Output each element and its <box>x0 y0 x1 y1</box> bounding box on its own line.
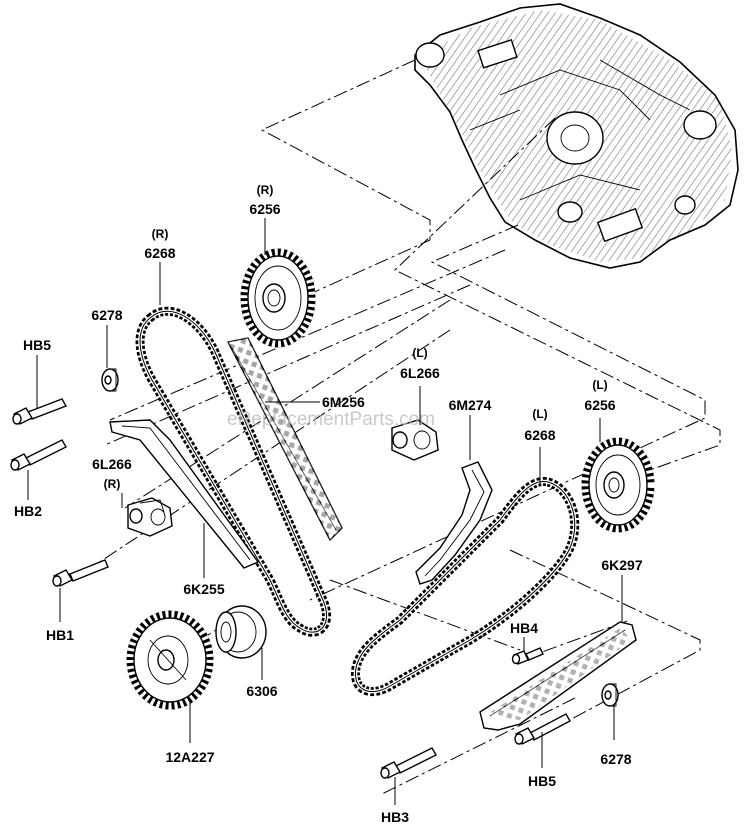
label-6l266-r: 6L266 <box>92 456 132 472</box>
label-12a227: 12A227 <box>165 749 214 765</box>
bolt-hb5-bottom <box>514 713 571 745</box>
label-6306: 6306 <box>246 683 277 699</box>
label-6268-l: 6268 <box>524 427 555 443</box>
washer-6278-top <box>101 368 119 392</box>
bolt-hb4 <box>511 647 544 665</box>
bolt-hb5-top <box>12 398 68 425</box>
tensioner-6l266-left <box>391 419 439 461</box>
arm-6k297 <box>479 621 637 731</box>
label-6278-top: 6278 <box>91 307 122 323</box>
chain-6268-left <box>350 477 580 697</box>
guide-6m274 <box>415 461 493 585</box>
label-hb5-bottom: HB5 <box>528 773 556 789</box>
label-hb2: HB2 <box>14 503 42 519</box>
label-6256-r-side: (R) <box>257 183 274 197</box>
label-6m256: 6M256 <box>322 394 365 410</box>
label-6256-l-side: (L) <box>592 378 607 392</box>
crank-gear-12a227 <box>126 610 214 710</box>
sprocket-6256-right <box>240 248 316 348</box>
label-hb5-top: HB5 <box>23 337 51 353</box>
label-6268-r: 6268 <box>144 245 175 261</box>
label-6k255: 6K255 <box>183 581 224 597</box>
label-6m274: 6M274 <box>449 397 492 413</box>
sprocket-6256-left <box>581 437 655 533</box>
bolt-hb2 <box>10 439 67 471</box>
leader-lines <box>27 218 623 805</box>
label-6l266-l-side: (L) <box>412 346 427 360</box>
crank-sprocket-6306 <box>215 605 267 659</box>
label-6l266-r-side: (R) <box>104 477 121 491</box>
part-labels: (R) 6256 (R) 6268 6278 HB5 HB2 6M256 (L)… <box>14 183 643 825</box>
label-6268-r-side: (R) <box>152 227 169 241</box>
label-hb3: HB3 <box>381 809 409 825</box>
label-hb4: HB4 <box>510 620 538 636</box>
bolt-hb1 <box>52 559 109 587</box>
bolt-hb3 <box>380 747 437 779</box>
label-hb1: HB1 <box>46 627 74 643</box>
engine-block <box>414 3 739 269</box>
label-6256-r: 6256 <box>249 201 280 217</box>
label-6268-l-side: (L) <box>532 407 547 421</box>
label-6278-bottom: 6278 <box>600 751 631 767</box>
label-6l266-l: 6L266 <box>400 365 440 381</box>
arm-6k255 <box>109 419 260 569</box>
label-6k297: 6K297 <box>601 557 642 573</box>
guide-6m256 <box>226 337 343 542</box>
washer-6278-bottom <box>601 683 619 707</box>
watermark: eReplacementParts.com <box>227 409 435 430</box>
tensioner-6l266-right <box>127 497 173 537</box>
chain-6268-right <box>135 306 332 637</box>
label-6256-l: 6256 <box>584 397 615 413</box>
